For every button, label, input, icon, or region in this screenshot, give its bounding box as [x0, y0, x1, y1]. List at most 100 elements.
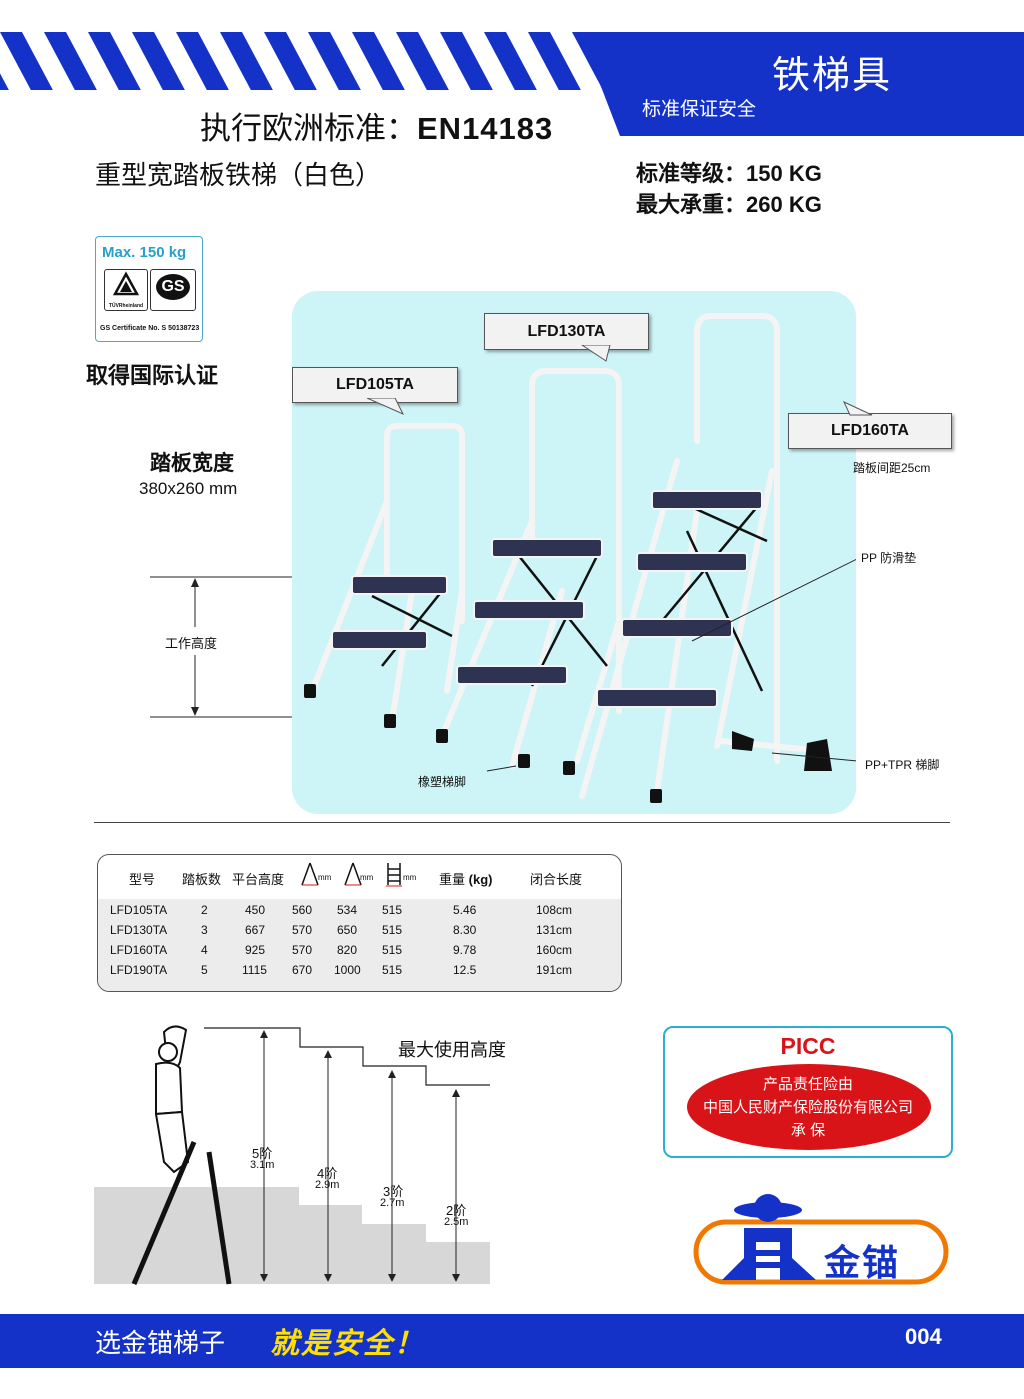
cert-number: GS Certificate No. S 50138723: [100, 325, 200, 332]
tuv-text: TÜVRheinland: [108, 303, 144, 309]
section-divider: [94, 822, 950, 823]
cell-depth: 670: [292, 963, 313, 977]
cell-width: 515: [382, 923, 403, 937]
th-model: 型号: [129, 872, 156, 887]
cell-open: 1000: [334, 963, 361, 977]
cell-platform: 1115: [242, 963, 267, 977]
cell-folded: 131cm: [536, 923, 573, 937]
step-2-label: 2阶: [446, 1203, 467, 1218]
category-title: 铁梯具: [772, 55, 893, 97]
th-weight: 重量 (kg): [439, 869, 492, 888]
cell-depth: 570: [292, 943, 313, 957]
header-tab-slant: [580, 32, 640, 136]
header-stripe-band: [0, 32, 640, 90]
th-platform-height: 平台高度: [232, 872, 285, 887]
callout-tail: [842, 400, 873, 416]
picc-oval: [687, 1064, 931, 1150]
picc-title: PICC: [780, 1033, 836, 1059]
product-title: 重型宽踏板铁梯（白色）: [95, 160, 382, 190]
cell-width: 515: [382, 963, 403, 977]
th-folded-length: 闭合长度: [530, 872, 583, 887]
footer-bar: [0, 1314, 1024, 1368]
category-tagline: 标准保证安全: [642, 99, 757, 120]
cell-steps: 3: [201, 923, 208, 937]
max-height-diagram: [94, 1025, 490, 1285]
step-4-height: 2.9m: [315, 1179, 340, 1191]
picc-line-2: 中国人民财产保险股份有限公司: [702, 1099, 913, 1116]
cell-depth: 560: [292, 903, 313, 917]
th-mm-3: mm: [403, 873, 417, 882]
standard-line: 执行欧洲标准：EN14183: [200, 103, 553, 148]
gs-certificate-badge: Max. 150 kg TÜVRheinland GS GS Certifica…: [95, 236, 203, 342]
spec-max-load: 最大承重：260 KG: [636, 192, 822, 217]
anti-slip-note: PP 防滑垫: [861, 551, 917, 565]
th-weight-unit: (kg): [468, 872, 493, 887]
picc-line-1: 产品责任险由: [762, 1076, 853, 1093]
page-number: 004: [905, 1324, 942, 1349]
picc-line-3: 承 保: [790, 1122, 826, 1139]
work-height-label: 工作高度: [165, 636, 218, 651]
picc-insurance-box: PICC 产品责任险由 中国人民财产保险股份有限公司 承 保: [663, 1026, 953, 1158]
header-tab: [630, 32, 1024, 136]
table-row: LFD190TA 5 1115 670 1000 515 12.5 191cm: [97, 963, 620, 983]
gs-mark: GS: [156, 274, 190, 300]
cell-weight: 12.5: [453, 963, 477, 977]
table-body: [98, 899, 621, 991]
table-row: LFD160TA 4 925 570 820 515 9.78 160cm: [97, 943, 620, 963]
tuv-logo-icon: TÜVRheinland: [104, 269, 148, 311]
standard-prefix: 执行欧洲标准：: [200, 111, 417, 146]
cell-platform: 925: [245, 943, 266, 957]
cell-open: 820: [337, 943, 358, 957]
cell-width: 515: [382, 903, 403, 917]
certificate-label: 取得国际认证: [86, 363, 219, 388]
anchor-brand-icon: [693, 1194, 949, 1285]
cell-open: 650: [337, 923, 358, 937]
cell-model: LFD160TA: [110, 943, 168, 957]
step-4-label: 4阶: [317, 1166, 338, 1181]
spec-table: 型号 踏板数 平台高度 mm mm mm 重量 (kg) 闭合长度: [97, 854, 622, 992]
cell-weight: 9.78: [453, 943, 477, 957]
cell-folded: 191cm: [536, 963, 573, 977]
gs-logo-icon: GS: [150, 269, 196, 311]
step-5-height: 3.1m: [250, 1159, 275, 1171]
cell-model: LFD105TA: [110, 903, 168, 917]
callout-lfd105ta: LFD105TA: [292, 367, 458, 403]
brand-logo: 金锚: [692, 1188, 952, 1290]
cell-folded: 160cm: [536, 943, 573, 957]
cell-platform: 450: [245, 903, 266, 917]
ladder-illustration: [304, 313, 856, 803]
step-5-label: 5阶: [252, 1146, 273, 1161]
table-rows: LFD105TA 2 450 560 534 515 5.46 108cm LF…: [97, 899, 620, 989]
ladder-open-icon: [344, 862, 362, 886]
step-2-height: 2.5m: [444, 1216, 469, 1228]
th-steps: 踏板数: [182, 872, 222, 887]
ladder-width-icon: [386, 863, 402, 887]
feet-material-note: PP+TPR 梯脚: [865, 758, 940, 772]
cell-model: LFD190TA: [110, 963, 168, 977]
cell-width: 515: [382, 943, 403, 957]
spec-rated-load: 标准等级：150 KG: [636, 161, 822, 186]
table-row: LFD130TA 3 667 570 650 515 8.30 131cm: [97, 923, 620, 943]
cell-folded: 108cm: [536, 903, 573, 917]
footer-slogan: 就是安全！: [270, 1328, 426, 1360]
step-3-label: 3阶: [383, 1184, 404, 1199]
cell-weight: 5.46: [453, 903, 477, 917]
footer-text: 选金锚梯子: [95, 1328, 226, 1358]
step-3-height: 2.7m: [380, 1197, 405, 1209]
standard-code: EN14183: [417, 111, 554, 146]
cell-open: 534: [337, 903, 358, 917]
callout-tail: [366, 398, 405, 416]
cert-max-load: Max. 150 kg: [102, 244, 187, 261]
table-row: LFD105TA 2 450 560 534 515 5.46 108cm: [97, 903, 620, 923]
step-spacing-note: 踏板间距25cm: [853, 461, 931, 475]
th-weight-label: 重量: [439, 872, 466, 887]
callout-lfd160ta: LFD160TA: [788, 413, 952, 449]
callout-tail: [581, 345, 611, 362]
max-height-title: 最大使用高度: [398, 1040, 506, 1060]
tread-width-title: 踏板宽度: [150, 452, 234, 475]
cell-steps: 5: [201, 963, 208, 977]
cell-platform: 667: [245, 923, 266, 937]
tread-width-size: 380x260 mm: [139, 479, 238, 498]
cell-steps: 4: [201, 943, 208, 957]
rubber-feet-note: 橡塑梯脚: [418, 775, 467, 789]
